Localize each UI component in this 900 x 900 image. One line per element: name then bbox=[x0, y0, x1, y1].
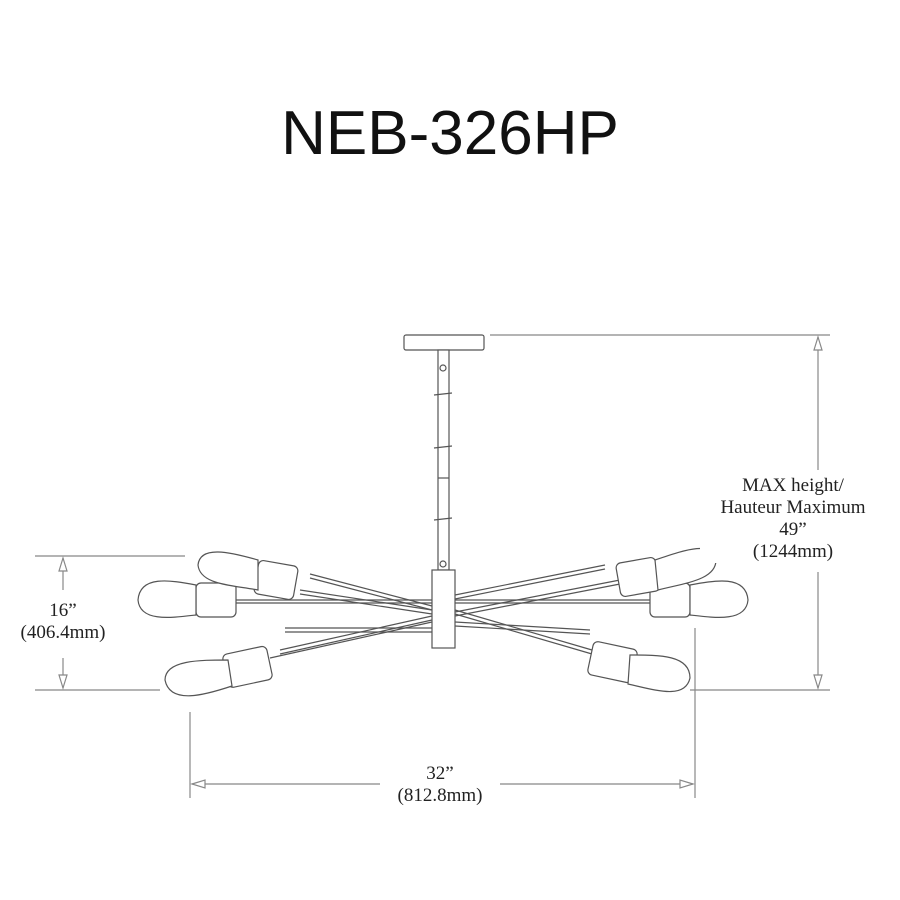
width-metric: (812.8mm) bbox=[397, 785, 483, 806]
body-height-imperial: 16” bbox=[49, 600, 77, 621]
max-height-line2: Hauteur Maximum bbox=[720, 497, 866, 518]
model-number-title: NEB-326HP bbox=[281, 99, 619, 168]
max-height-label: MAX height/ Hauteur Maximum 49” (1244mm) bbox=[700, 475, 886, 563]
dimension-lines bbox=[35, 334, 830, 798]
width-imperial: 32” bbox=[426, 763, 454, 784]
body-height-metric: (406.4mm) bbox=[20, 622, 106, 643]
width-label: 32” (812.8mm) bbox=[380, 763, 500, 807]
max-height-metric: (1244mm) bbox=[752, 541, 834, 562]
chandelier-icon bbox=[137, 334, 749, 697]
max-height-line1: MAX height/ bbox=[742, 475, 844, 496]
max-height-imperial: 49” bbox=[779, 519, 807, 540]
body-height-label: 16” (406.4mm) bbox=[8, 600, 118, 644]
